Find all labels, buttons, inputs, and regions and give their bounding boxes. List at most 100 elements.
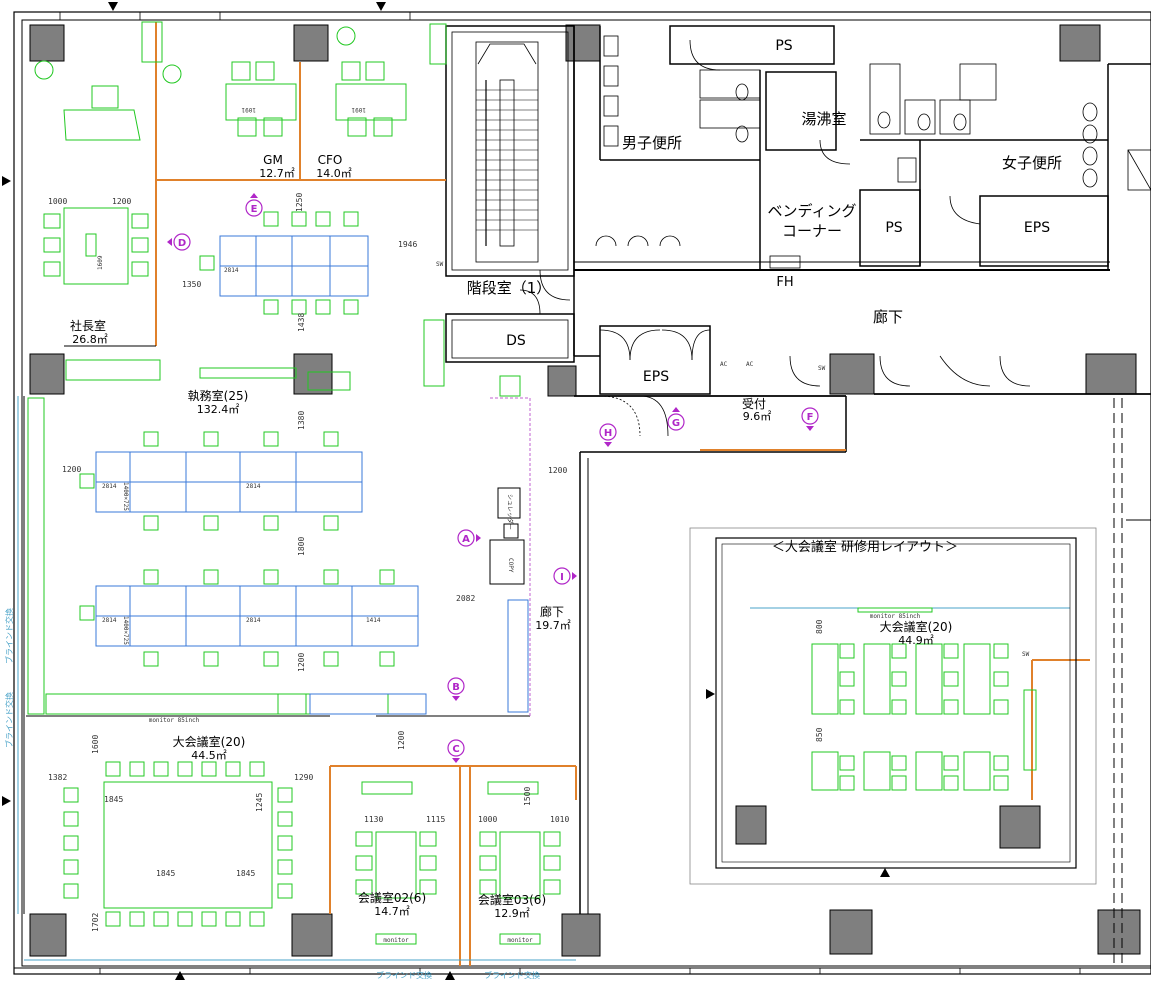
dimension-label: 1946	[398, 240, 417, 249]
desk-labels: 2814 2814 2814 2814 2814 1414 1400×725 1…	[97, 106, 381, 645]
monitor-label: monitor 85inch	[149, 717, 200, 724]
dimension-label: 1845	[156, 869, 175, 878]
stair	[475, 41, 539, 263]
blind-note: ブラインド交換	[4, 608, 14, 664]
window-marks	[59, 12, 1081, 974]
office-equipment	[489, 487, 525, 585]
partitions	[155, 22, 1090, 966]
section-arrow-icon	[445, 971, 455, 980]
room-name-corridor: 廊下	[873, 308, 903, 326]
blind-note: ブラインド交換	[484, 970, 540, 980]
dimension-label: 1010	[550, 815, 569, 824]
section-arrow-icon	[2, 176, 11, 186]
toilet-fixtures	[595, 35, 1151, 269]
desk-label: 1400×725	[122, 482, 129, 511]
dimension-label: 1350	[182, 280, 201, 289]
blind-note: ブラインド交換	[376, 970, 432, 980]
room-area-large-conf: 44.5㎡	[191, 749, 227, 762]
room-name-ps2: PS	[885, 220, 902, 236]
dimension-label: 800	[815, 619, 824, 634]
monitor-label: monitor	[507, 937, 533, 944]
section-arrow-icon	[376, 2, 386, 11]
room-name-corridor-inner: 廊下	[540, 604, 564, 619]
svg-text:F: F	[807, 412, 814, 423]
dimension-label: 1382	[48, 773, 67, 782]
glass-walls	[23, 345, 530, 914]
training-room-area: 44.9㎡	[898, 634, 934, 647]
room-name-eps1: EPS	[643, 369, 669, 385]
room-name-fh: FH	[776, 275, 793, 290]
room-name-womens-wc: 女子便所	[1002, 154, 1062, 172]
room-name-conf03: 会議室03(6)	[478, 892, 546, 907]
outer-walls	[13, 11, 1151, 975]
room-name-eps2: EPS	[1024, 220, 1050, 236]
marker-h: H	[599, 423, 617, 447]
monitor-label: monitor	[383, 937, 409, 944]
dimension-label: 1000	[478, 815, 497, 824]
room-name-cfo: CFO	[318, 153, 343, 167]
desks	[95, 235, 529, 715]
room-name-conf02: 会議室02(6)	[358, 890, 426, 905]
marker-a: A	[457, 529, 481, 547]
training-labels: ＜大会議室 研修用レイアウト＞ monitor 85inch 大会議室(20) …	[772, 539, 958, 647]
svg-text:E: E	[251, 204, 258, 215]
desk-label: 1091	[241, 106, 256, 113]
shredder-label: シュレッダー	[506, 494, 514, 530]
marker-f: F	[801, 407, 819, 431]
svg-text:A: A	[462, 534, 470, 545]
room-area-cfo: 14.0㎡	[316, 167, 352, 180]
svg-text:G: G	[672, 418, 680, 429]
copy-label: COPY	[507, 558, 514, 573]
desk-label: 2814	[102, 617, 117, 624]
blinds	[17, 396, 1070, 961]
doors	[519, 39, 1031, 437]
switch-label: SW	[436, 261, 444, 268]
marker-i: I	[553, 567, 577, 585]
section-arrow-icon	[2, 796, 11, 806]
svg-text:D: D	[178, 238, 186, 249]
training-title: ＜大会議室 研修用レイアウト＞	[772, 539, 958, 555]
markers: A B C D E F G	[167, 193, 819, 763]
dimension-label: 1380	[297, 411, 306, 430]
desk-label: 1400×725	[122, 616, 129, 645]
dimension-label: 1130	[364, 815, 383, 824]
desk-label: 2814	[246, 617, 261, 624]
dimension-label: 1500	[523, 787, 532, 806]
dimension-label: 1200	[397, 731, 406, 750]
ac-label: AC	[746, 361, 754, 368]
section-arrow-icon	[108, 2, 118, 11]
equipment-labels: monitor 85inch monitor monitor COPY シュレッ…	[149, 494, 533, 944]
svg-text:H: H	[604, 428, 612, 439]
room-area-corridor-inner: 19.7㎡	[535, 619, 571, 632]
room-area-president: 26.8㎡	[72, 333, 108, 346]
room-name-gm: GM	[263, 153, 283, 167]
room-area-conf03: 12.9㎡	[494, 907, 530, 920]
room-name-kettle: 湯沸室	[801, 110, 846, 128]
room-area-reception: 9.6㎡	[743, 410, 772, 423]
blind-notes: ブラインド交換 ブラインド交換 ブラインド交換 ブラインド交換	[4, 608, 540, 980]
ac-label: AC	[720, 361, 728, 368]
switch-label: SW	[1022, 651, 1030, 658]
desk-label: 2814	[224, 267, 239, 274]
section-arrows	[2, 2, 890, 980]
dimension-label: 1438	[297, 313, 306, 332]
svg-text:B: B	[452, 682, 460, 693]
dimension-label: 1800	[297, 537, 306, 556]
room-name-reception: 受付	[742, 397, 766, 411]
dimension-label: 1702	[91, 913, 100, 932]
room-name-president: 社長室	[70, 318, 106, 333]
dimension-label: 1845	[236, 869, 255, 878]
training-monitor: monitor 85inch	[870, 613, 921, 620]
dimension-label: 1600	[91, 735, 100, 754]
room-name-ds: DS	[506, 333, 526, 349]
desk-label: 1414	[366, 617, 381, 624]
room-area-conf02: 14.7㎡	[374, 905, 410, 918]
switch-label: SW	[818, 365, 826, 372]
room-name-large-conf: 大会議室(20)	[173, 734, 246, 749]
room-name-vending-2: コーナー	[782, 222, 842, 240]
dimension-label: 1290	[294, 773, 313, 782]
svg-text:I: I	[560, 572, 564, 583]
desk-label: 2814	[102, 483, 117, 490]
room-area-office: 132.4㎡	[197, 403, 240, 416]
